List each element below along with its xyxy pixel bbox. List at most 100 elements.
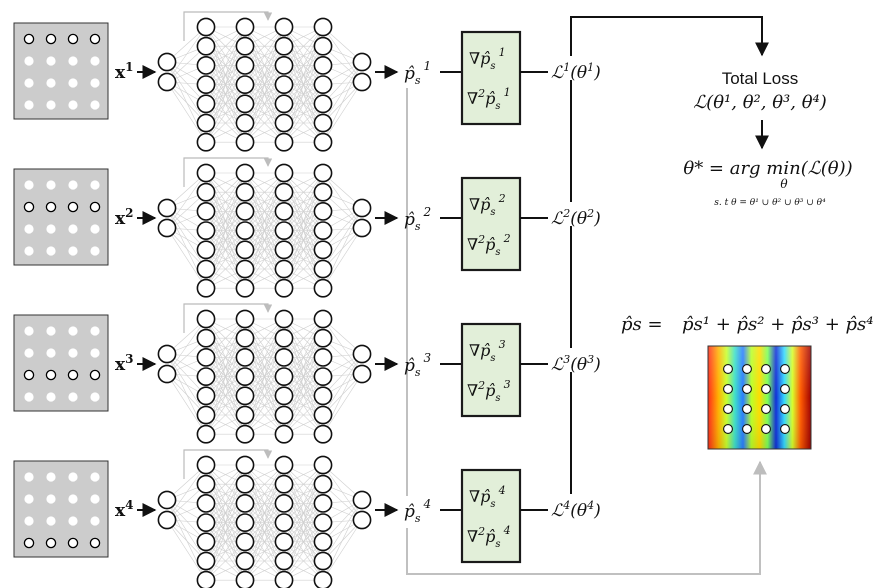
network-edge [166, 61, 207, 105]
network-edge [283, 172, 324, 231]
network-node [196, 201, 216, 221]
total-loss-formula: ℒ(θ¹, θ², θ³, θ⁴) [693, 92, 827, 113]
network-node [235, 551, 255, 571]
network-node [274, 455, 294, 475]
network-node [157, 72, 177, 92]
network-node [235, 240, 255, 260]
sum-formula-lhs: p̂s = [621, 314, 663, 335]
network-node [274, 163, 294, 183]
network-edge [166, 519, 207, 562]
grid-dot [46, 180, 56, 190]
network-node [235, 75, 255, 95]
network-edge [244, 230, 285, 289]
network-node [235, 493, 255, 513]
heatmap-dot [780, 424, 790, 434]
grid-dot [68, 224, 78, 234]
network-node [196, 36, 216, 56]
network-node [196, 367, 216, 387]
grid-dot [68, 472, 78, 482]
network-node [274, 493, 294, 513]
network-node [274, 309, 294, 329]
network-node [157, 218, 177, 238]
network-node [274, 132, 294, 152]
network-edge [322, 172, 363, 229]
grid-dot [46, 494, 56, 504]
network-node [196, 240, 216, 260]
network-node [235, 570, 255, 588]
sum-formula-rhs: p̂s¹ + p̂s² + p̂s³ + p̂s⁴ [682, 314, 873, 335]
grid-dot [90, 516, 100, 526]
network-node [196, 455, 216, 475]
network-node [235, 513, 255, 533]
network-node [274, 551, 294, 571]
derivative-box: ∇p̂s3∇2p̂s3 [460, 322, 522, 418]
heatmap-dot [761, 404, 771, 414]
network-node [313, 386, 333, 406]
network-edge [322, 26, 363, 83]
network-edge [166, 61, 207, 124]
objective: θ* = arg min(ℒ(θ)) θ s. t θ = θ¹ ∪ θ² ∪ … [683, 158, 852, 208]
grid-dot [89, 201, 101, 213]
grid-dot [68, 348, 78, 358]
grid-dot [90, 326, 100, 336]
grid-dot [67, 201, 79, 213]
network-node [352, 198, 372, 218]
network-node [196, 182, 216, 202]
network-node [235, 259, 255, 279]
network-edge [244, 464, 285, 523]
network-node [352, 364, 372, 384]
input-label: x2 [115, 206, 134, 229]
skip-connection [183, 449, 273, 479]
heatmap-dot [723, 384, 733, 394]
derivative-box: ∇p̂s4∇2p̂s4 [460, 468, 522, 564]
grid-dot [23, 369, 35, 381]
skip-connection [183, 11, 273, 41]
grid-dot [24, 494, 34, 504]
network-node [274, 570, 294, 588]
network-node [196, 405, 216, 425]
grid-dot [46, 246, 56, 256]
network-node [235, 309, 255, 329]
network-node [274, 424, 294, 444]
network-node [313, 328, 333, 348]
grid-dot [90, 472, 100, 482]
heatmap-dot [723, 404, 733, 414]
network-edge [166, 519, 207, 581]
network-node [274, 94, 294, 114]
network-edge [205, 376, 246, 435]
network-node [235, 36, 255, 56]
result-heatmap [707, 345, 812, 450]
network-node [274, 278, 294, 298]
network-node [274, 56, 294, 75]
network-node [274, 182, 294, 202]
prediction-label: p̂s2 [404, 205, 431, 233]
network-node [235, 328, 255, 348]
derivative-box: ∇p̂s2∇2p̂s2 [460, 176, 522, 272]
grid-dot [24, 100, 34, 110]
network-node [235, 56, 255, 75]
grid-dot [89, 369, 101, 381]
network-node [196, 551, 216, 571]
grid-dot [90, 392, 100, 402]
loss-aggregation [570, 16, 769, 495]
heatmap-dot [723, 364, 733, 374]
heatmap-dot [761, 424, 771, 434]
heatmap-dot [780, 404, 790, 414]
grid-dot [90, 224, 100, 234]
input-grid [13, 168, 109, 266]
network-node [313, 221, 333, 241]
network-node [313, 309, 333, 329]
network-node [235, 182, 255, 202]
network-edge [244, 84, 285, 143]
network-node [313, 493, 333, 513]
network-node [196, 75, 216, 95]
laplacian-label: ∇2p̂s1 [467, 86, 511, 112]
grid-dot [24, 326, 34, 336]
neural-network [157, 303, 372, 444]
network-node [235, 163, 255, 183]
network-edge [166, 227, 207, 289]
grid-dot [90, 494, 100, 504]
network-node [313, 201, 333, 221]
